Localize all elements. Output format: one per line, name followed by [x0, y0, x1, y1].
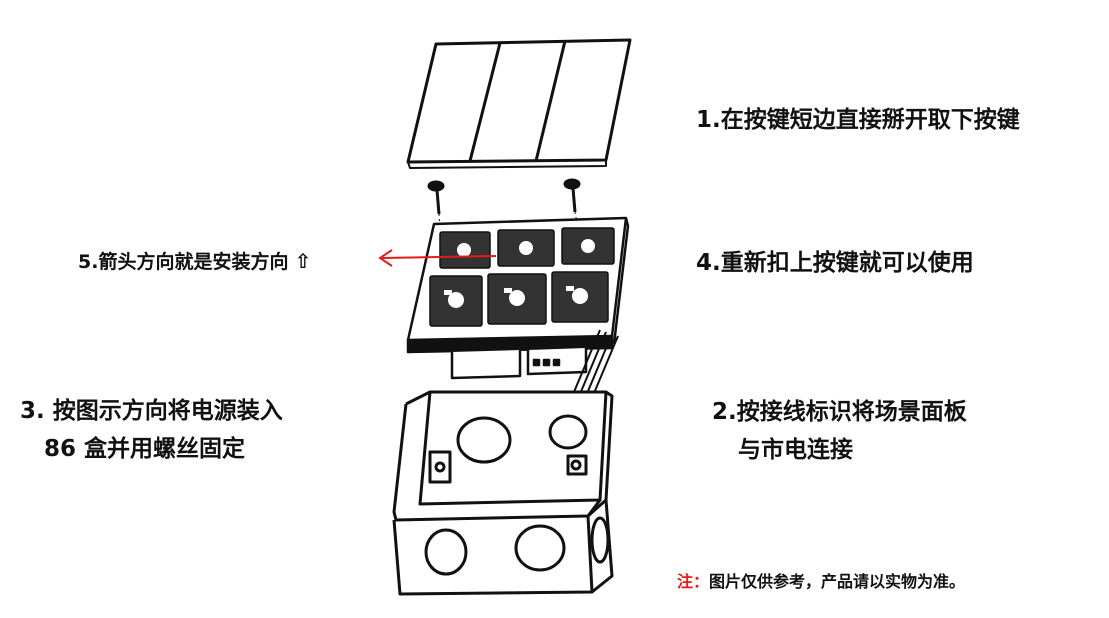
step-3-label-line2: 86 盒并用螺丝固定 [44, 436, 246, 462]
junction-box-86 [392, 390, 614, 596]
step-1-label: 1.在按键短边直接掰开取下按键 [696, 107, 1020, 133]
step-2-label-line2: 与市电连接 [738, 437, 853, 463]
step-5-label: 5.箭头方向就是安装方向⇧ [78, 247, 311, 274]
step-3-label-line1: 3. 按图示方向将电源装入 [20, 398, 283, 424]
direction-arrow [378, 249, 497, 267]
note-text: 图片仅供参考，产品请以实物为准。 [709, 572, 966, 591]
scene-panel-module [406, 216, 630, 380]
up-arrow-icon: ⇧ [294, 249, 312, 273]
step-5-text: 5.箭头方向就是安装方向 [78, 251, 289, 273]
screw-right [563, 178, 581, 213]
note-prefix: 注： [677, 572, 710, 591]
step-4-label: 4.重新扣上按键就可以使用 [696, 250, 974, 276]
screw-left [427, 180, 445, 215]
key-panel [406, 38, 632, 169]
disclaimer-note: 注：图片仅供参考，产品请以实物为准。 [677, 568, 965, 592]
step-2-label-line1: 2.按接线标识将场景面板 [712, 399, 967, 425]
